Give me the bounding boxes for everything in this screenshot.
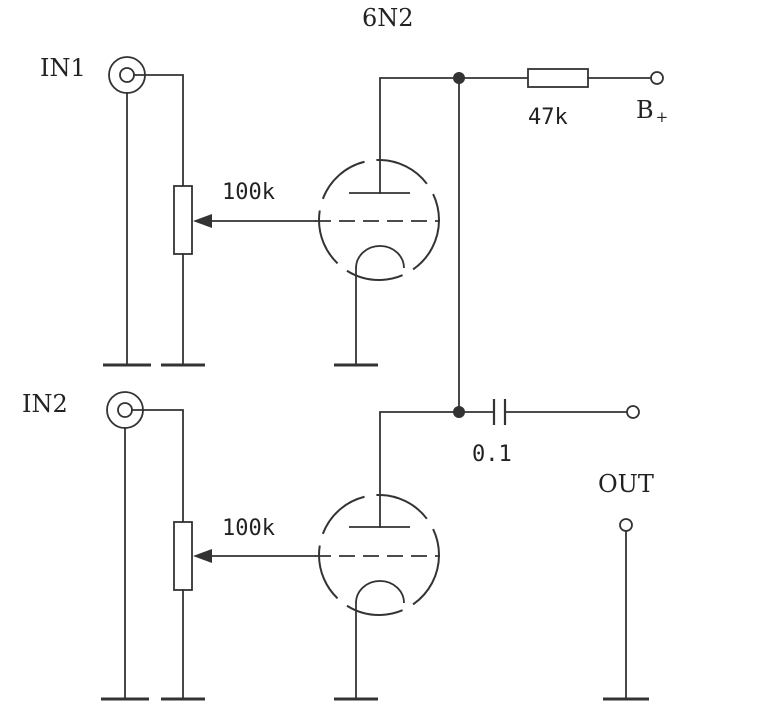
output-label: OUT [598, 470, 654, 498]
input2-label: IN2 [22, 390, 68, 418]
potentiometer1 [173, 185, 193, 255]
input1-signal-wire [133, 74, 184, 187]
triode1-cathode [355, 245, 405, 269]
triode2 [315, 494, 440, 616]
pot1-value-label: 100k [222, 180, 275, 205]
input1-label: IN1 [40, 54, 86, 82]
supply-label-subscript: + [656, 108, 669, 126]
pot1-wiper-arrow [193, 214, 212, 228]
coupling-capacitor-value-label: 0.1 [472, 442, 512, 467]
triode1 [315, 159, 440, 281]
supply-label: B+ [636, 96, 668, 126]
coupling-capacitor [492, 399, 507, 425]
supply-label-main: B [636, 96, 654, 124]
potentiometer2 [173, 521, 193, 591]
supply-terminal [650, 71, 664, 85]
pot2-wiper-arrow [193, 549, 212, 563]
plate2-wire [379, 411, 460, 528]
pot2-value-label: 100k [222, 516, 275, 541]
tube-type-label: 6N2 [362, 4, 414, 32]
plate1-wire [379, 77, 460, 194]
output-ground-terminal [619, 518, 633, 532]
output-terminal [626, 405, 640, 419]
plate-resistor-value-label: 47k [528, 105, 568, 130]
input2-signal-wire [131, 409, 184, 523]
plate-resistor [527, 68, 589, 88]
triode2-cathode [355, 580, 405, 604]
